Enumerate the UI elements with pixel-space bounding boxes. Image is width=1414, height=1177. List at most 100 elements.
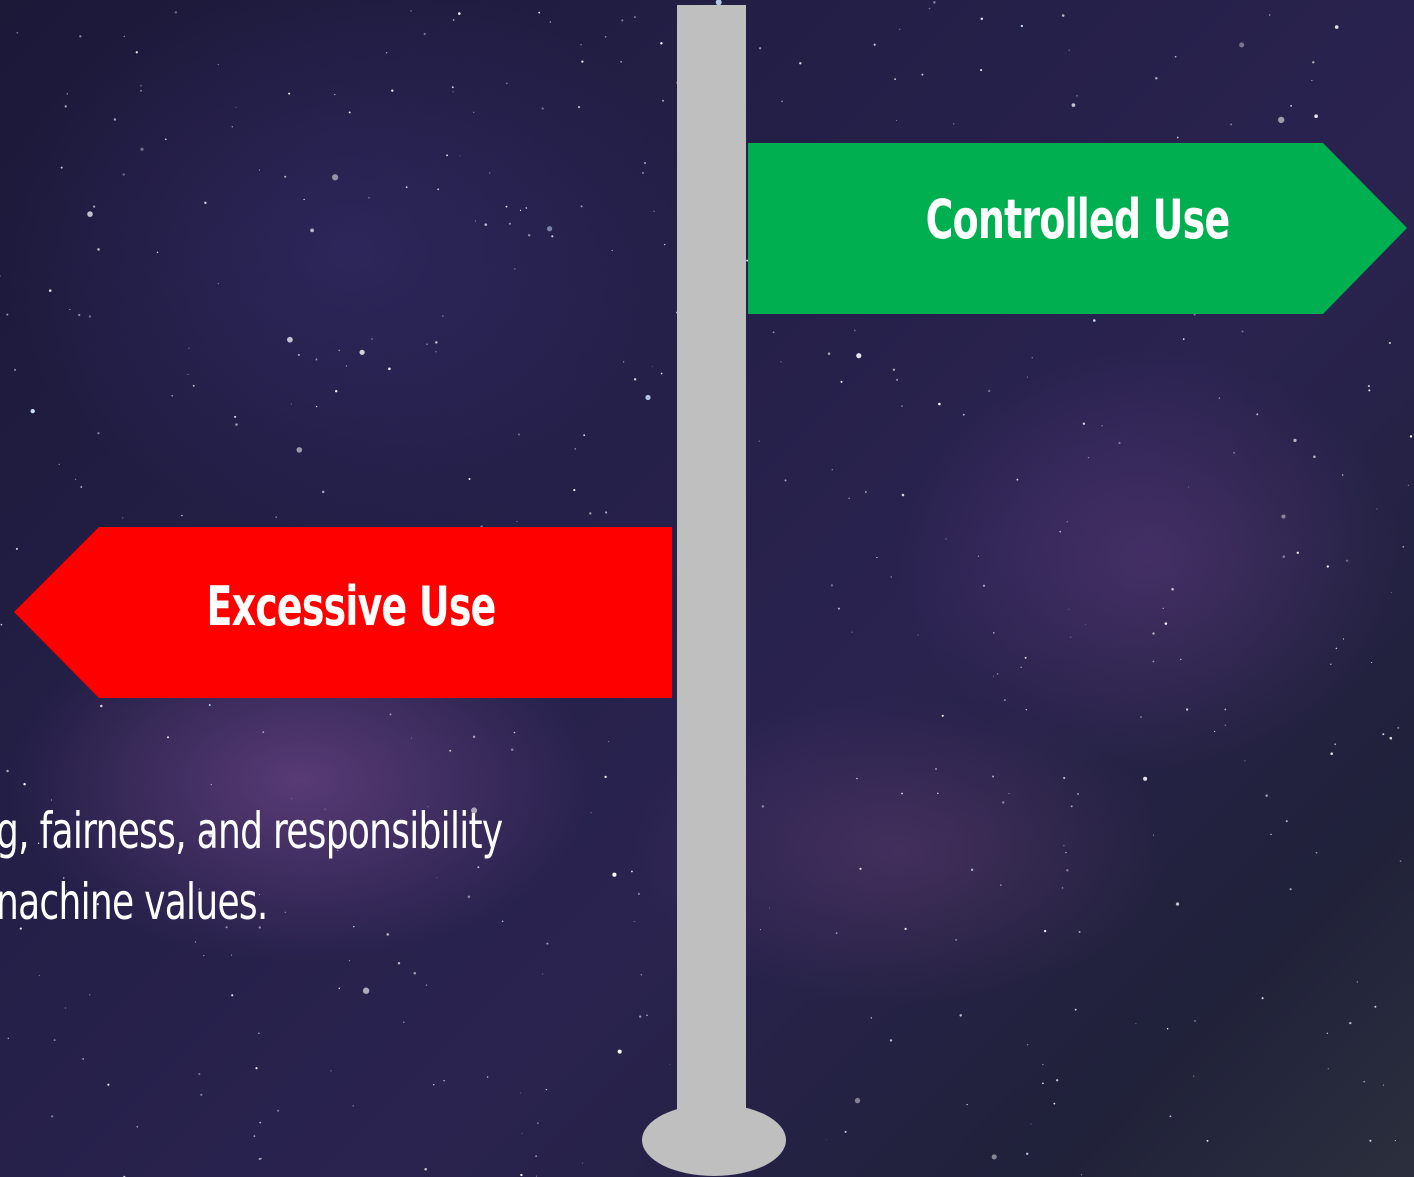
star — [140, 90, 142, 92]
star — [475, 220, 477, 222]
star — [1166, 1028, 1169, 1030]
star — [97, 248, 100, 251]
star — [501, 920, 504, 923]
star — [458, 12, 461, 15]
star — [171, 394, 174, 397]
star — [901, 493, 905, 497]
star — [1278, 116, 1285, 124]
star — [260, 1157, 262, 1160]
star — [546, 942, 549, 945]
star — [78, 313, 81, 317]
star — [258, 1032, 260, 1034]
star — [192, 384, 195, 387]
star — [581, 60, 584, 63]
star — [97, 432, 100, 435]
star — [590, 812, 592, 814]
star — [1261, 997, 1264, 1000]
star — [353, 925, 355, 928]
star — [297, 353, 300, 356]
star — [75, 478, 77, 480]
star — [890, 576, 892, 578]
star — [96, 902, 100, 906]
star — [870, 1017, 873, 1019]
star — [830, 584, 834, 587]
star — [1335, 647, 1338, 650]
star — [1175, 902, 1180, 906]
star — [425, 984, 428, 986]
star — [0, 275, 1, 277]
star — [637, 892, 640, 895]
star — [621, 19, 624, 22]
star — [473, 111, 475, 113]
star — [259, 1121, 262, 1124]
star — [303, 198, 305, 201]
star — [1213, 730, 1216, 733]
star — [424, 1167, 427, 1171]
star — [1376, 508, 1378, 510]
star — [1065, 851, 1067, 854]
star — [1152, 632, 1155, 635]
star — [970, 868, 974, 871]
star — [1068, 49, 1070, 51]
star — [1193, 1075, 1195, 1077]
star — [386, 933, 390, 936]
star — [1270, 833, 1272, 836]
star — [359, 349, 365, 355]
star — [551, 235, 554, 238]
star — [346, 365, 348, 367]
star — [321, 490, 325, 494]
star — [405, 186, 408, 189]
star — [1391, 591, 1393, 593]
star — [1389, 736, 1393, 740]
star — [1224, 708, 1227, 711]
star — [1174, 55, 1177, 58]
star — [1078, 930, 1081, 933]
star — [93, 205, 96, 208]
star — [1282, 555, 1286, 558]
star — [1194, 1019, 1196, 1022]
star — [452, 19, 455, 21]
star — [953, 123, 955, 125]
star — [1326, 565, 1329, 568]
star — [1101, 425, 1103, 427]
star — [107, 1083, 110, 1086]
star — [348, 111, 351, 114]
star — [641, 171, 645, 174]
star — [1388, 341, 1391, 345]
controlled-use-sign: Controlled Use — [748, 143, 1407, 314]
star — [338, 987, 341, 990]
star — [64, 1007, 67, 1009]
star — [769, 907, 771, 909]
star — [82, 1058, 84, 1060]
star — [1071, 103, 1076, 107]
star — [991, 1154, 997, 1160]
star — [521, 1132, 523, 1134]
star — [660, 42, 663, 45]
star — [123, 35, 125, 38]
star — [234, 415, 237, 418]
star — [1020, 24, 1024, 28]
star — [121, 830, 124, 833]
star — [208, 703, 211, 707]
star — [1315, 851, 1318, 854]
star — [188, 347, 190, 349]
star — [519, 209, 522, 211]
star — [1188, 486, 1190, 488]
star — [848, 497, 850, 499]
star — [284, 175, 287, 178]
star — [296, 447, 303, 453]
star — [1066, 869, 1069, 872]
star — [1241, 330, 1244, 333]
star — [1363, 1080, 1366, 1083]
star — [662, 99, 664, 102]
star — [258, 169, 261, 171]
star — [962, 413, 965, 416]
star — [1394, 1140, 1396, 1142]
star — [1397, 726, 1400, 729]
star — [977, 555, 980, 557]
star — [1164, 622, 1168, 625]
star — [1169, 1115, 1172, 1118]
star — [669, 1063, 671, 1065]
star — [113, 118, 117, 121]
star — [772, 331, 775, 334]
